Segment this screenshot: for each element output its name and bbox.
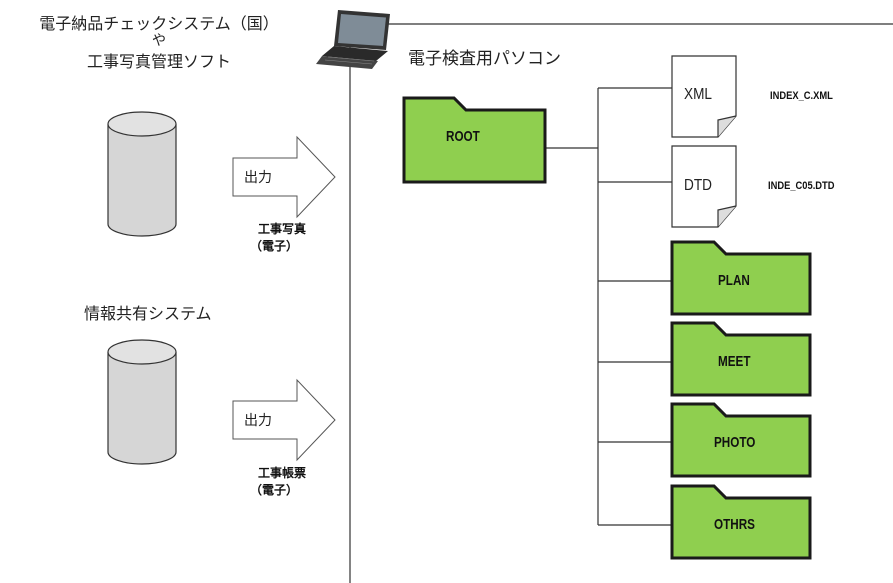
- root-folder-icon: [402, 96, 547, 184]
- tree-connectors: [545, 87, 672, 526]
- xml-file-name: INDEX_C.XML: [770, 90, 833, 102]
- plan-folder-label: PLAN: [718, 272, 750, 289]
- dtd-file-name: INDE_C05.DTD: [768, 180, 835, 192]
- root-folder-label: ROOT: [446, 128, 480, 145]
- plan-folder-icon: [670, 240, 812, 316]
- database-cylinder-2: [107, 339, 177, 465]
- output-arrow-2: [232, 378, 336, 462]
- meet-folder-icon: [670, 321, 812, 397]
- system1-title-line3: 工事写真管理ソフト: [86, 52, 231, 71]
- photo-folder-icon: [670, 402, 812, 478]
- system1-title-line2: や: [152, 33, 166, 49]
- output-desc-1-line1: 工事写真: [258, 222, 307, 236]
- output-label-1: 出力: [244, 170, 272, 186]
- xml-document-label: XML: [684, 86, 712, 103]
- database-cylinder-1: [107, 111, 177, 237]
- output-label-2: 出力: [244, 413, 272, 429]
- output-desc-2-line2: （電子）: [250, 483, 299, 497]
- xml-document-fold: [717, 115, 737, 137]
- output-desc-2-line1: 工事帳票: [258, 466, 307, 480]
- pc-title: 電子検査用パソコン: [408, 49, 561, 69]
- meet-folder-label: MEET: [718, 353, 751, 370]
- othrs-folder-icon: [670, 484, 812, 560]
- output-desc-1-line2: （電子）: [250, 239, 299, 253]
- othrs-folder-label: OTHRS: [714, 516, 755, 533]
- output-arrow-1: [232, 135, 336, 219]
- dtd-document-fold: [717, 205, 737, 227]
- system1-title-line1: 電子納品チェックシステム（国）: [39, 14, 279, 33]
- system2-title: 情報共有システム: [84, 304, 212, 323]
- photo-folder-label: PHOTO: [714, 434, 756, 451]
- dtd-document-label: DTD: [684, 177, 712, 194]
- laptop-icon: [316, 10, 390, 69]
